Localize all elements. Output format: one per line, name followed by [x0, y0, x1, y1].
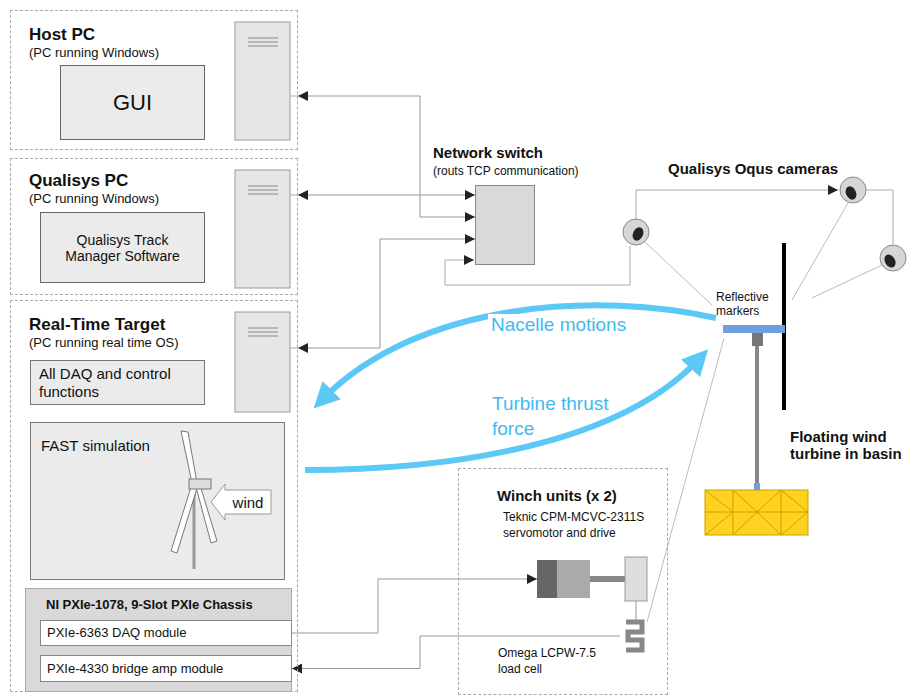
camera: [623, 219, 649, 245]
nacelle-motion-arrow: [322, 305, 716, 400]
node-title: FAST simulation: [41, 437, 284, 454]
chassis-box: NI PXIe-1078, 9-Slot PXIe ChassisPXIe-63…: [25, 588, 292, 692]
camera: [880, 245, 906, 271]
node-title: NI PXIe-1078, 9-Slot PXIe Chassis: [46, 597, 291, 612]
function-box: All DAQ and control functions: [30, 360, 205, 405]
caption-label: Qualisys Oqus cameras: [668, 160, 838, 177]
node-title: PXIe-4330 bridge amp module: [47, 661, 285, 676]
pc-tower: [235, 312, 290, 412]
load-cell: Omega LCPW-7.5 load cell: [620, 620, 648, 652]
qualisys-pc-box: Qualisys PC(PC running Windows) Qualisys …: [10, 158, 298, 295]
camera: [840, 177, 866, 203]
node-title: GUI: [113, 90, 152, 116]
pc-tower: [235, 22, 290, 140]
node-title: Teknic CPM-MCVC-2311S servomotor and dri…: [503, 510, 668, 541]
camera-wire: [866, 190, 893, 244]
software-box: Qualisys Track Manager Software: [40, 212, 205, 283]
node-title: Qualisys PC: [29, 171, 297, 191]
servomotor: Teknic CPM-MCVC-2311S servomotor and dri…: [537, 556, 649, 602]
node-title: Omega LCPW-7.5 load cell: [498, 646, 598, 677]
network-switch: Network switch(routs TCP communication): [475, 185, 535, 265]
arrow-label: Nacelle motions: [488, 314, 629, 336]
node-subtitle: (PC running Windows): [29, 191, 297, 206]
node-title: PXIe-6363 DAQ module: [47, 625, 285, 640]
turbine-label: Floating wind turbine in basin: [790, 428, 908, 462]
node-title: wind: [233, 494, 264, 511]
node-title: Network switch: [433, 144, 543, 161]
node-subtitle: (routs TCP communication): [433, 164, 579, 178]
node-title: Winch units (x 2): [497, 487, 667, 504]
camera-wire: [636, 190, 838, 219]
simulation-box: FAST simulation wind: [30, 422, 285, 580]
connector: [298, 239, 475, 348]
node-title: Host PC: [29, 25, 297, 45]
node-title: Qualisys Track Manager Software: [51, 232, 194, 264]
node-subtitle: (PC running Windows): [29, 45, 297, 60]
camera-sight-lines: [645, 203, 882, 305]
pc-tower: [235, 170, 290, 288]
gui-box: GUI: [60, 65, 205, 140]
module-box: PXIe-6363 DAQ module: [40, 620, 292, 646]
tower-links: [290, 96, 298, 348]
arrow-label: Turbine thrust force: [492, 392, 642, 441]
floating-wind-turbine: [705, 243, 808, 535]
real-time-target-box: Real-Time Target(PC running real time OS…: [10, 300, 298, 692]
host-pc-box: Host PC(PC running Windows) GUI: [10, 10, 298, 150]
camera-wire: [445, 246, 630, 285]
connector: [298, 195, 475, 196]
node-title: All DAQ and control functions: [39, 365, 196, 401]
winch-unit-box: Winch units (x 2) Teknic CPM-MCVC-2311S s…: [458, 468, 668, 695]
wind-arrow: wind: [210, 483, 272, 521]
load-cell-shape: [620, 620, 648, 652]
module-box: PXIe-4330 bridge amp module: [40, 655, 292, 682]
thrust-force-arrow: [305, 358, 700, 470]
servomotor-shape: [537, 556, 649, 602]
node-title: Real-Time Target: [29, 315, 297, 335]
connector: [292, 579, 537, 633]
tether-line: [647, 338, 724, 622]
node-subtitle: (PC running real time OS): [29, 335, 297, 350]
marker-label: Reflective markers: [716, 290, 782, 318]
